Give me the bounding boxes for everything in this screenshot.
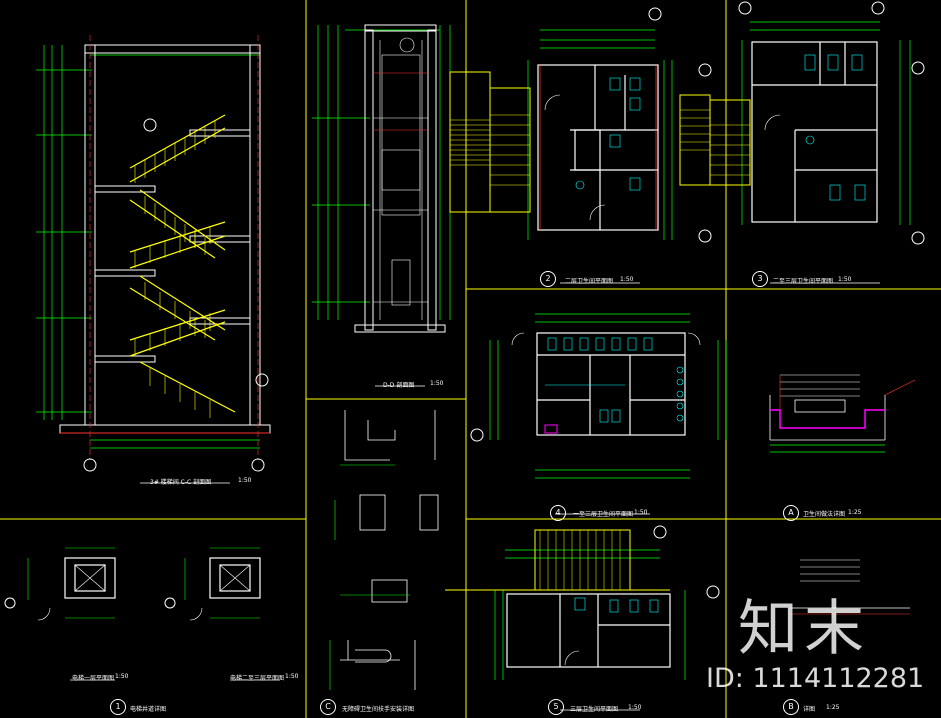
detail-c-title: 无障碍卫生间扶手安装详图 bbox=[342, 706, 415, 713]
plan-4-index: 4 bbox=[550, 505, 566, 521]
detail-b-index: B bbox=[783, 699, 799, 715]
plan-5-index: 5 bbox=[548, 699, 564, 715]
detail-a-scale: 1:25 bbox=[848, 509, 862, 516]
section-cc-title: 3# 楼梯间 C-C 剖面图 bbox=[150, 479, 212, 486]
plan-2-scale: 1:50 bbox=[620, 276, 634, 283]
plan-2-index: 2 bbox=[540, 271, 556, 287]
elevator-plan-b-scale: 1:50 bbox=[285, 673, 299, 680]
id-watermark: ID: 1114112281 bbox=[706, 663, 925, 694]
detail-c-index: C bbox=[320, 699, 336, 715]
plan-4-scale: 1:50 bbox=[634, 509, 648, 516]
elevator-plans-1 bbox=[4, 547, 280, 681]
plan-4-title: 一至三层卫生间平面图 bbox=[573, 511, 634, 518]
detail-a-index: A bbox=[783, 505, 799, 521]
section-dd-scale: 1:50 bbox=[430, 380, 444, 387]
plan-1-index: 1 bbox=[110, 699, 126, 715]
plan-2-title: 二层卫生间平面图 bbox=[565, 278, 614, 285]
elevator-plan-a-title: 电梯一层平面图 bbox=[72, 675, 115, 682]
toilet-plan-3 bbox=[679, 1, 925, 284]
plan-3-index: 3 bbox=[752, 271, 768, 287]
plan-3-title: 二至三层卫生间平面图 bbox=[773, 278, 834, 285]
plan-3-scale: 1:50 bbox=[838, 276, 852, 283]
floor-detail-b bbox=[790, 559, 910, 615]
plan-1-title: 电梯井道详图 bbox=[130, 706, 167, 713]
section-cc-scale: 1:50 bbox=[238, 477, 252, 484]
plan-5-title: 三层卫生间平面图 bbox=[570, 706, 619, 713]
handrail-detail-c bbox=[329, 410, 439, 690]
toilet-plan-5 bbox=[445, 525, 720, 711]
detail-a-title: 卫生间做法详图 bbox=[803, 511, 846, 518]
waterproof-detail-a bbox=[769, 374, 916, 453]
brand-watermark: 知末 bbox=[738, 594, 870, 664]
plan-5-scale: 1:50 bbox=[628, 704, 642, 711]
detail-b-scale: 1:25 bbox=[826, 704, 840, 711]
toilet-plan-4 bbox=[470, 313, 727, 515]
detail-b-title: 详图 bbox=[803, 706, 816, 713]
elevator-plan-b-title: 电梯二至三层平面图 bbox=[230, 675, 285, 682]
section-dd-title: D-D 剖面图 bbox=[383, 382, 415, 389]
elevator-section-dd bbox=[312, 24, 451, 387]
stair-section-cc bbox=[36, 35, 271, 484]
toilet-plan-2 bbox=[449, 7, 712, 284]
elevator-plan-a-scale: 1:50 bbox=[115, 673, 129, 680]
